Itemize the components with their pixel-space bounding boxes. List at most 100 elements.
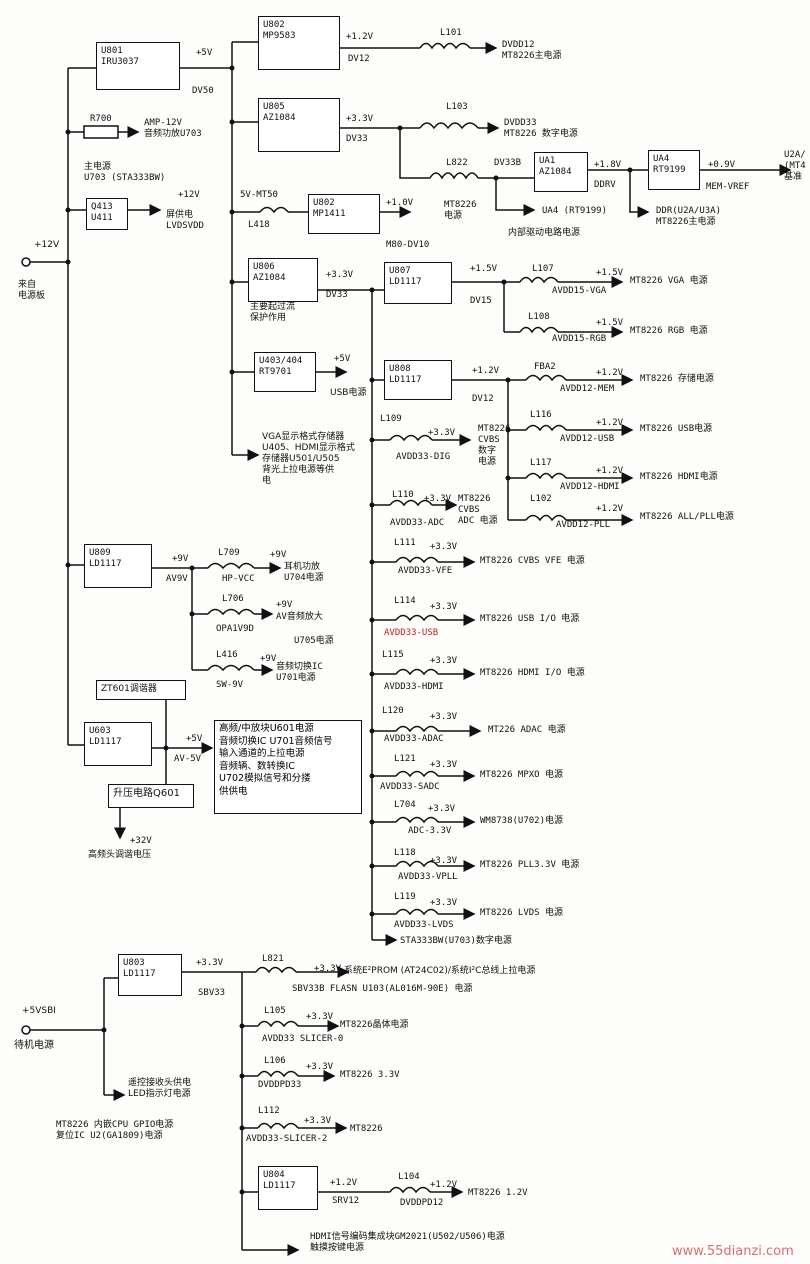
label-v114: +3.3V [430, 602, 458, 612]
label-vga-mem: VGA显示格式存储器 U405、HDMI显示格式 存储器U501/U505 背光… [262, 432, 355, 486]
label-v104: +1.2V [430, 1180, 458, 1190]
watermark: www.55dianzi.com [672, 1244, 794, 1259]
label-avdd15vga: AVDD15-VGA [552, 286, 607, 296]
label-v32: +32V [130, 836, 152, 846]
label-dvddpd12: DVDDPD12 [400, 1198, 444, 1208]
label-avdd33usb: AVDD33-USB [384, 628, 439, 638]
label-l104: L104 [398, 1172, 420, 1182]
label-usbio: MT8226 USB I/O 电源 [480, 614, 580, 624]
label-hdmi-bottom: HDMI信号编码集成块GM2021(U502/U506)电源 触摸按键电源 [310, 1232, 505, 1253]
label-v121: +3.3V [430, 760, 458, 770]
label-lvdspow: MT8226 LVDS 电源 [480, 908, 564, 918]
label-mt8226core: MT8226 电源 [444, 200, 477, 221]
block-boost: 升压电路Q601 [108, 784, 194, 808]
label-vfba2: +1.2V [596, 368, 624, 378]
label-mt8226s: MT8226 [350, 1124, 383, 1134]
label-avdd15rgb: AVDD15-RGB [552, 334, 607, 344]
label-cvbsadc: MT8226 CVBS ADC 电源 [458, 494, 498, 526]
label-q-out: +12V [178, 190, 200, 200]
label-cvbsvfe: MT8226 CVBS VFE 电源 [480, 556, 585, 566]
label-dvdd33: DVDD33 MT8226 数字电源 [504, 118, 578, 139]
label-mpxo: MT8226 MPXO 电源 [480, 770, 564, 780]
label-l821: L821 [262, 954, 284, 964]
main-input-label: 来自 电源板 [18, 280, 46, 301]
label-earamp: 耳机功放 U704电源 [284, 562, 324, 583]
label-mt12: MT8226 1.2V [468, 1188, 528, 1198]
label-dv33c: DV33 [326, 290, 348, 300]
label-v821: +3.3V [314, 964, 342, 974]
label-v107: +1.5V [596, 268, 624, 278]
label-avdd33dig: AVDD33-DIG [396, 452, 451, 462]
label-m80: M80-DV10 [386, 240, 430, 250]
label-avamp: AV音频放大 [276, 612, 323, 622]
label-v117: +1.2V [596, 466, 624, 476]
label-v704: +3.3V [428, 804, 456, 814]
label-l706: L706 [222, 594, 244, 604]
label-eeprom: 系统E²PROM (AT24C02)/系统I²C总线上拉电源 [344, 966, 536, 976]
label-v120: +3.3V [430, 712, 458, 722]
label-v112: +3.3V [304, 1116, 332, 1126]
label-u806-out: +3.3V [326, 270, 354, 280]
label-l418: L418 [248, 220, 270, 230]
label-rgbpow: MT8226 RGB 电源 [630, 326, 708, 336]
label-plus5v: +5V [196, 48, 213, 58]
label-l117: L117 [530, 458, 552, 468]
label-v108: +1.5V [596, 318, 624, 328]
label-vgapow: MT8226 VGA 电源 [630, 276, 708, 286]
label-r700: R700 [90, 114, 112, 124]
label-l118: L118 [394, 848, 416, 858]
label-l120: L120 [382, 706, 404, 716]
label-cvbsdig: MT8226 CVBS 数字 电源 [478, 424, 511, 467]
label-v115: +3.3V [430, 656, 458, 666]
label-avdd33hdmi: AVDD33-HDMI [384, 682, 444, 692]
label-l101: L101 [440, 28, 462, 38]
label-v709: +9V [270, 550, 287, 560]
label-hpvcc: HP-VCC [222, 574, 255, 584]
standby-input-label: 待机电源 [14, 1040, 54, 1051]
label-fba2: FBA2 [534, 362, 556, 372]
label-u805-out: +3.3V [346, 114, 374, 124]
label-l108: L108 [528, 312, 550, 322]
label-u802-out: +1.2V [346, 32, 374, 42]
label-sbv33b: SBV33B FLASN U103(AL016M-90E) 电源 [292, 984, 473, 994]
label-l115: L115 [382, 650, 404, 660]
label-ua4-in: UA4 (RT9199) [542, 206, 608, 216]
label-remote: 遥控接收头供电 LED指示灯电源 [128, 1078, 192, 1099]
label-adc33: ADC-3.3V [408, 826, 452, 836]
label-l114: L114 [394, 596, 416, 606]
label-hdmi8226: MT8226 HDMI电源 [640, 472, 718, 482]
label-opa: OPA1V9D [216, 624, 254, 634]
label-u807-out: +1.5V [470, 264, 498, 274]
label-dv12a: DV12 [348, 54, 370, 64]
label-v118: +3.3V [430, 856, 458, 866]
label-dv15: DV15 [470, 296, 492, 306]
label-avdd12pll: AVDD12-PLL [556, 520, 611, 530]
label-l416: L416 [216, 650, 238, 660]
label-dv50: DV50 [192, 86, 214, 96]
label-u2a: U2A/ (MT4 基准 [784, 150, 806, 182]
label-u705: U705电源 [294, 636, 334, 646]
label-avdd33adac: AVDD33-ADAC [384, 734, 444, 744]
label-pll8226: MT8226 ALL/PLL电源 [640, 512, 734, 522]
label-avdd12mem: AVDD12-MEM [560, 384, 615, 394]
label-l112: L112 [258, 1106, 280, 1116]
label-audsw: 音频切换IC U701电源 [276, 662, 323, 683]
label-avdd33sadc: AVDD33-SADC [380, 782, 440, 792]
label-crystal: MT8226晶体电源 [340, 1020, 409, 1030]
label-avdd33lvds: AVDD33-LVDS [394, 920, 454, 930]
label-v116: +1.2V [596, 418, 624, 428]
label-ua1-out: +1.8V [594, 160, 622, 170]
label-l119: L119 [394, 892, 416, 902]
label-mainpsu: 主电源 U703 (STA333BW) [84, 162, 166, 183]
label-l107: L107 [532, 264, 554, 274]
label-wm: WM8738(U702)电源 [480, 816, 564, 826]
label-lvds: 屏供电 LVDSVDD [166, 210, 204, 231]
